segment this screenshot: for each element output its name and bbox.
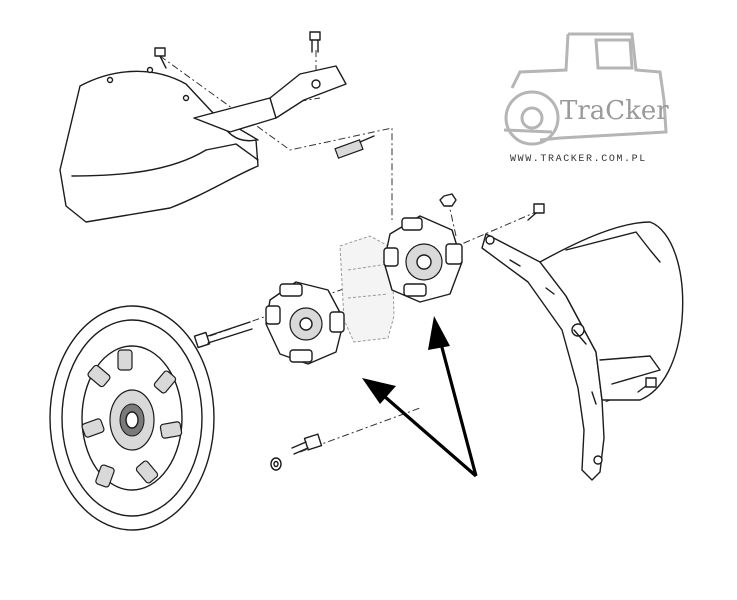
hex-nut [439,193,457,207]
damper-springs [81,349,183,488]
long-bolt [193,321,253,349]
rubber-coupling-left [265,281,345,365]
stud-bolt [334,135,375,159]
washer [270,457,282,471]
damper-disc [49,305,215,531]
cover-bolt-top [309,31,321,53]
upper-shield-cover [59,65,347,223]
housing-bolt-lower [637,377,657,393]
indicator-arrows [362,316,478,478]
tractor-logo [503,32,668,146]
coupling-hub-hidden [339,235,395,343]
bell-housing [481,221,684,481]
rubber-coupling-right [383,215,463,303]
tracker-url-text: WWW.TRACKER.COM.PL [510,154,647,165]
lower-bolt [291,433,323,455]
tracker-logo-text: TraCker [560,96,669,126]
cover-bolt-left [154,47,167,69]
housing-bolt-upper [527,203,545,221]
